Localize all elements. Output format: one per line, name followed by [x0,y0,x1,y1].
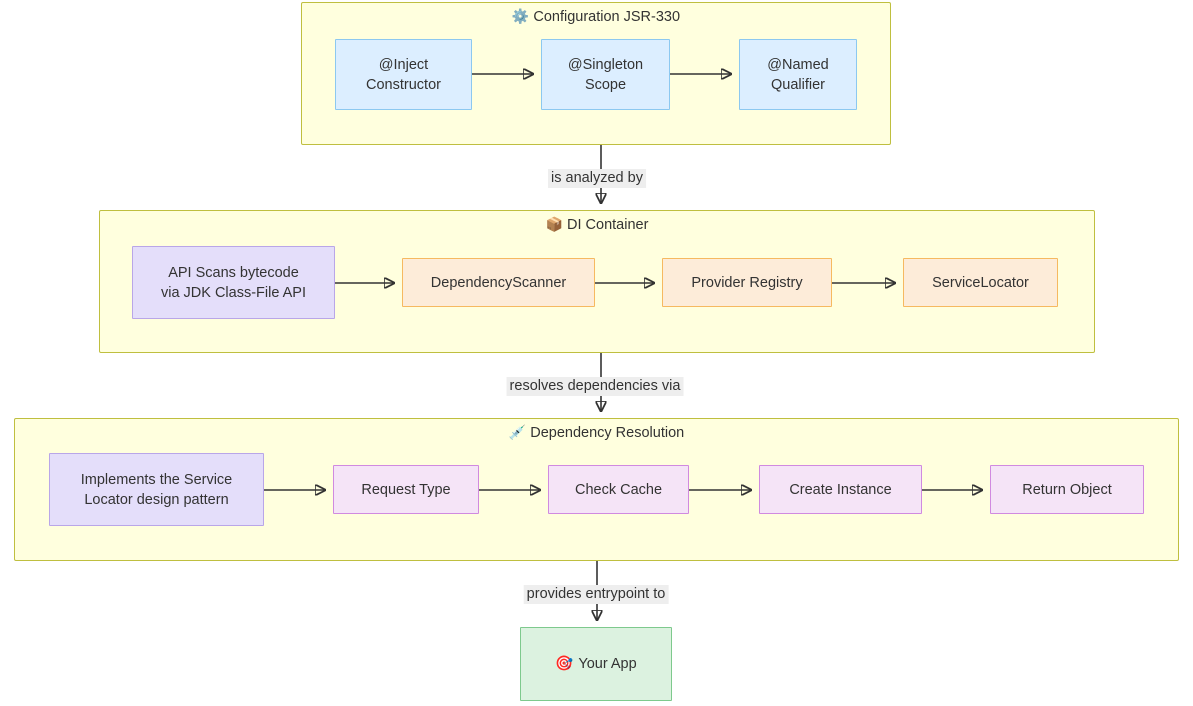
edge-label-resolves-dependencies-via: resolves dependencies via [506,377,684,396]
node-singleton-scope-line-1: @Singleton [567,56,644,73]
node-implements-service-locator-line-1: Implements the Service [80,471,233,488]
edge-label-provides-entrypoint-to: provides entrypoint to [523,585,669,604]
subgraph-dependency-resolution-label: Dependency Resolution [530,425,685,441]
node-create-instance-label: Create Instance [789,481,892,498]
node-api-scans-bytecode-line-1: API Scans bytecode [168,264,299,281]
node-return-object[interactable]: Return Object [990,465,1144,514]
syringe-icon: 💉 [508,425,527,441]
node-create-instance[interactable]: Create Instance [759,465,922,514]
node-dependency-scanner-label: DependencyScanner [430,274,567,291]
node-inject-constructor-line-1: @Inject [378,56,429,73]
node-dependency-scanner[interactable]: DependencyScanner [402,258,595,307]
node-return-object-label: Return Object [1022,481,1112,498]
node-your-app[interactable]: 🎯Your App [520,627,672,701]
node-request-type[interactable]: Request Type [333,465,479,514]
node-named-qualifier-line-1: @Named [767,56,829,73]
node-inject-constructor[interactable]: @Inject Constructor [335,39,472,110]
node-named-qualifier-line-2: Qualifier [771,76,825,93]
node-check-cache[interactable]: Check Cache [548,465,689,514]
node-singleton-scope[interactable]: @Singleton Scope [541,39,670,110]
node-service-locator-label: ServiceLocator [932,274,1029,291]
node-inject-constructor-line-2: Constructor [366,76,441,93]
node-api-scans-bytecode-line-2: via JDK Class-File API [160,284,307,301]
node-provider-registry[interactable]: Provider Registry [662,258,832,307]
dart-icon: 🎯 [555,656,574,672]
node-implements-service-locator[interactable]: Implements the Service Locator design pa… [49,453,264,526]
node-provider-registry-label: Provider Registry [691,274,803,291]
subgraph-dependency-resolution-title: 💉Dependency Resolution [15,423,1178,443]
node-your-app-label: Your App [578,656,637,672]
node-service-locator[interactable]: ServiceLocator [903,258,1058,307]
node-implements-service-locator-line-2: Locator design pattern [84,491,229,508]
node-check-cache-label: Check Cache [574,481,663,498]
package-icon: 📦 [545,217,564,233]
node-api-scans-bytecode[interactable]: API Scans bytecode via JDK Class-File AP… [132,246,335,319]
subgraph-di-container-title: 📦DI Container [100,215,1094,235]
subgraph-di-container-label: DI Container [567,217,649,233]
node-singleton-scope-line-2: Scope [584,76,627,93]
gear-icon: ⚙️ [511,9,530,25]
node-named-qualifier[interactable]: @Named Qualifier [739,39,857,110]
edge-label-analyzed-by: is analyzed by [548,169,646,188]
subgraph-configuration-title: ⚙️Configuration JSR-330 [302,7,890,27]
node-request-type-label: Request Type [361,481,451,498]
subgraph-configuration-label: Configuration JSR-330 [533,9,681,25]
